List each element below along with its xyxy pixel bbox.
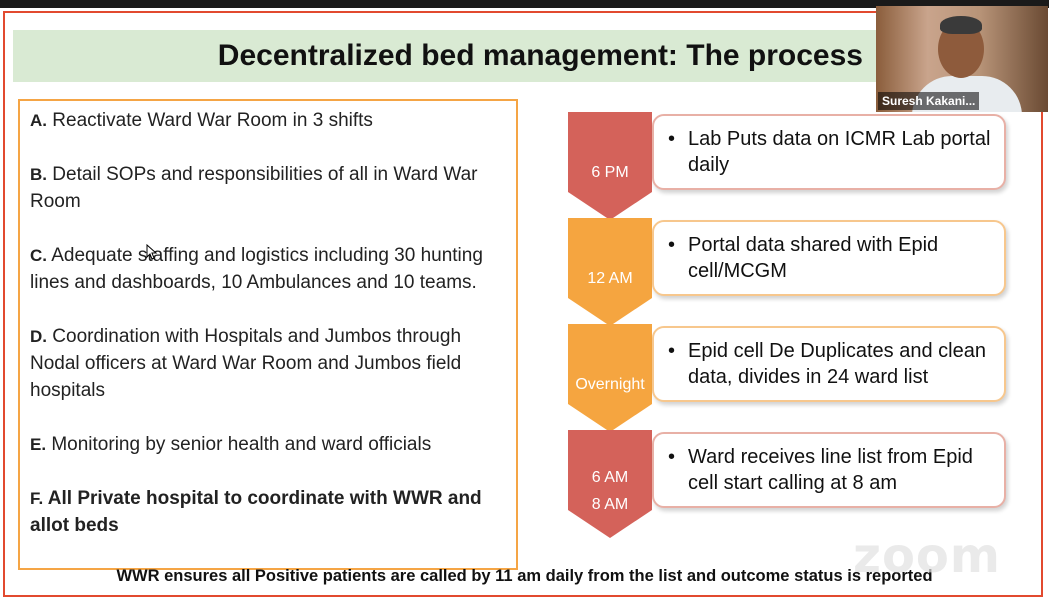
process-item-letter: A. [30,111,47,130]
bullet-icon: • [668,340,676,362]
bullet-icon: • [668,128,676,150]
chevron-down-shape [568,218,652,326]
process-item-letter: B. [30,165,47,184]
chevron-fill [568,324,652,432]
step-time-label: 6 AM [591,469,629,486]
step-time-label: 6 PM [591,164,629,181]
process-item-text: All Private hospital to coordinate with … [30,488,482,536]
step-time-label: 12 AM [587,270,633,287]
step-description-card: • Epid cell De Duplicates and clean data,… [652,326,1006,402]
process-item: B. Detail SOPs and responsibilities of a… [30,161,506,215]
step-description-card: • Ward receives line list from Epid cell … [652,432,1006,508]
timeline-step: Overnight • Epid cell De Duplicates and cl… [566,324,1011,434]
step-time-label: Overnight [575,376,645,393]
process-item-text: Detail SOPs and responsibilities of all … [30,164,478,212]
process-item-letter: D. [30,327,47,346]
step-description-text: Ward receives line list from Epid cell s… [688,446,973,494]
participant-video-tile[interactable]: Suresh Kakani... [876,6,1048,112]
process-item-letter: C. [30,246,47,265]
process-item: D. Coordination with Hospitals and Jumbo… [30,323,506,404]
timeline-step: 6 AM 8 AM • Ward receives line list from Ep… [566,430,1011,540]
chevron-fill [568,112,652,220]
process-item-letter: F. [30,489,44,508]
chevron-down-shape [568,324,652,432]
process-item-letter: E. [30,435,47,454]
timeline-steps: 6 PM • Lab Puts data on ICMR Lab portal da… [566,112,1011,552]
process-item: F. All Private hospital to coordinate wi… [30,485,506,539]
bullet-icon: • [668,234,676,256]
process-item-text: Monitoring by senior health and ward off… [46,434,432,455]
bullet-icon: • [668,446,676,468]
participant-name: Suresh Kakani... [878,92,980,110]
chevron-fill [568,430,652,538]
process-item-text: Coordination with Hospitals and Jumbos t… [30,326,462,401]
process-item: C. Adequate staffing and logistics inclu… [30,242,506,296]
step-time-label-secondary: 8 AM [591,496,629,513]
step-description-card: • Portal data shared with Epid cell/MCGM [652,220,1006,296]
step-description-text: Lab Puts data on ICMR Lab portal daily [688,128,991,176]
chevron-fill [568,218,652,326]
process-item: E. Monitoring by senior health and ward … [30,431,506,458]
top-bar [0,0,1049,8]
chevron-down-shape [568,430,652,538]
slide-title: Decentralized bed management: The proces… [217,39,863,72]
zoom-watermark: zoom [853,528,1001,584]
step-description-text: Portal data shared with Epid cell/MCGM [688,234,939,282]
slide-footer: WWR ensures all Positive patients are ca… [116,567,933,585]
process-item-text: Reactivate Ward War Room in 3 shifts [47,110,373,131]
process-item-text: Adequate staffing and logistics includin… [30,245,483,293]
title-band [13,30,883,82]
step-description-text: Epid cell De Duplicates and clean data, … [688,340,986,388]
timeline-step: 6 PM • Lab Puts data on ICMR Lab portal da… [566,112,1011,222]
process-item: A. Reactivate Ward War Room in 3 shifts [30,107,506,134]
timeline-step: 12 AM • Portal data shared with Epid cell/… [566,218,1011,328]
participant-hair [940,16,982,34]
mouse-cursor-icon [146,244,158,260]
step-description-card: • Lab Puts data on ICMR Lab portal daily [652,114,1006,190]
chevron-down-shape [568,112,652,220]
